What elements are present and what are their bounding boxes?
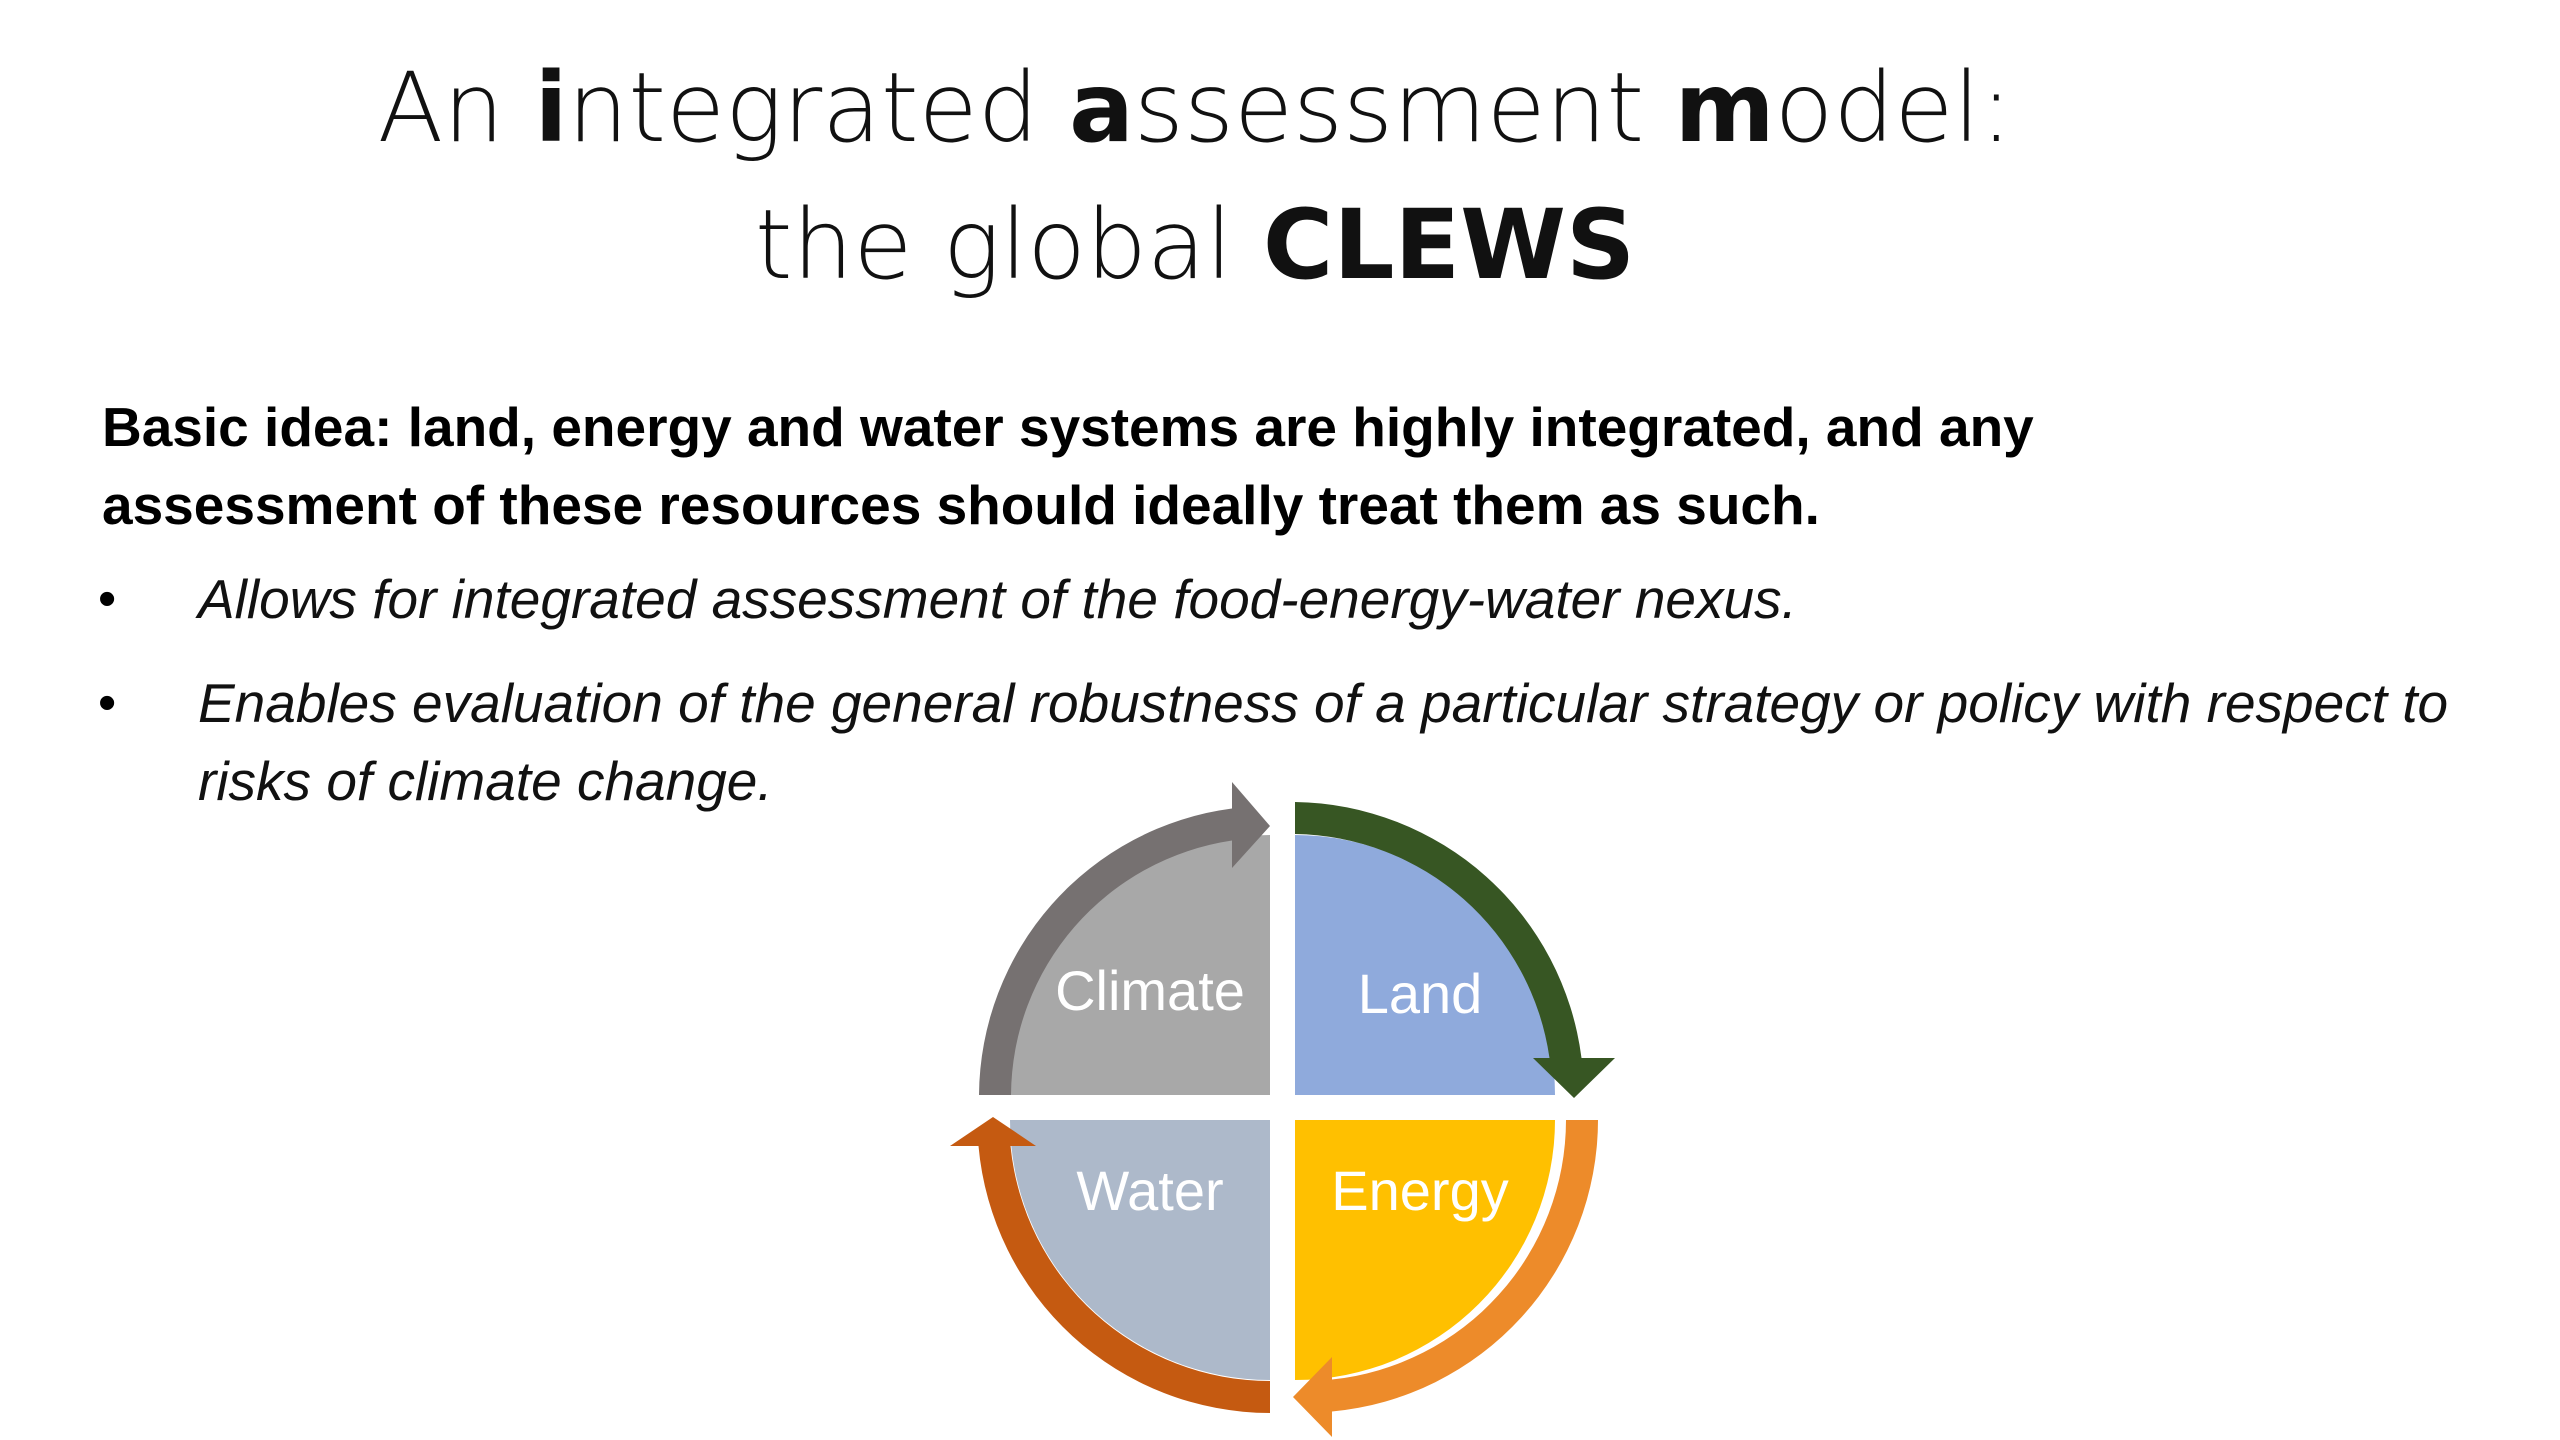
title-segment: ssessment <box>1133 52 1675 164</box>
bullet-text: Allows for integrated assessment of the … <box>198 568 1797 630</box>
water-cycle-arrow <box>950 1117 1270 1413</box>
bullet-item: • Allows for integrated assessment of th… <box>0 560 2560 638</box>
quadrant-water-fill <box>1010 1120 1270 1380</box>
quadrant-energy: Energy <box>1293 1120 1598 1437</box>
quadrant-land-fill <box>1295 835 1555 1095</box>
quadrant-land-label: Land <box>1358 962 1483 1025</box>
bullet-list: • Allows for integrated assessment of th… <box>0 560 2560 820</box>
title-segment: odel: <box>1774 52 2013 164</box>
bullet-item: • Enables evaluation of the general robu… <box>0 664 2560 820</box>
quadrant-energy-label: Energy <box>1331 1159 1508 1222</box>
quadrant-land: Land <box>1295 802 1615 1098</box>
quadrant-climate-fill <box>1010 835 1270 1095</box>
slide-title-line-2: the global CLEWS <box>0 197 2390 293</box>
title-initial-i: i <box>534 52 568 164</box>
title-emphasis: CLEWS <box>1262 189 1636 301</box>
bullet-marker: • <box>98 674 117 732</box>
land-cycle-arrow <box>1295 802 1615 1098</box>
energy-cycle-arrow <box>1293 1120 1598 1437</box>
quadrant-climate: Climate <box>979 782 1270 1095</box>
title-segment: ntegrated <box>567 52 1070 164</box>
bullet-text: Enables evaluation of the general robust… <box>198 672 2449 812</box>
quadrant-climate-label: Climate <box>1055 959 1245 1022</box>
title-initial-a: a <box>1069 52 1134 164</box>
bullet-marker: • <box>98 570 117 628</box>
slide-title-line-1: An integrated assessment model: <box>0 60 2390 156</box>
climate-cycle-arrow <box>979 782 1270 1095</box>
quadrant-energy-fill <box>1295 1120 1555 1380</box>
title-prefix: the global <box>754 189 1263 301</box>
quadrant-water-label: Water <box>1076 1159 1223 1222</box>
title-segment: An <box>377 52 535 164</box>
title-initial-m: m <box>1674 52 1775 164</box>
intro-paragraph: Basic idea: land, energy and water syste… <box>102 396 2034 536</box>
quadrant-water: Water <box>950 1117 1270 1413</box>
